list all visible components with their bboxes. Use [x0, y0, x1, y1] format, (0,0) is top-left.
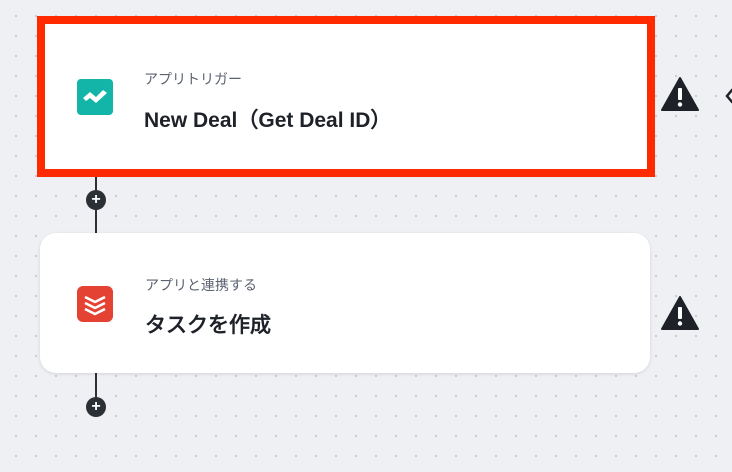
action-step-card[interactable]: アプリと連携する タスクを作成 [40, 233, 650, 373]
trigger-app-icon [77, 79, 113, 115]
flow-connector [95, 373, 97, 403]
add-step-button[interactable]: + [86, 190, 106, 210]
step-title: タスクを作成 [145, 314, 271, 337]
step-type-label: アプリトリガー [144, 71, 242, 87]
chevron-left-icon[interactable] [724, 86, 732, 106]
warning-icon[interactable] [660, 76, 700, 112]
step-type-label: アプリと連携する [145, 277, 257, 293]
todoist-icon [77, 286, 113, 322]
step-title: New Deal（Get Deal ID） [144, 109, 392, 132]
trigger-step-card[interactable]: アプリトリガー New Deal（Get Deal ID） [37, 16, 655, 177]
warning-icon[interactable] [660, 295, 700, 331]
add-step-button[interactable]: + [86, 397, 106, 417]
